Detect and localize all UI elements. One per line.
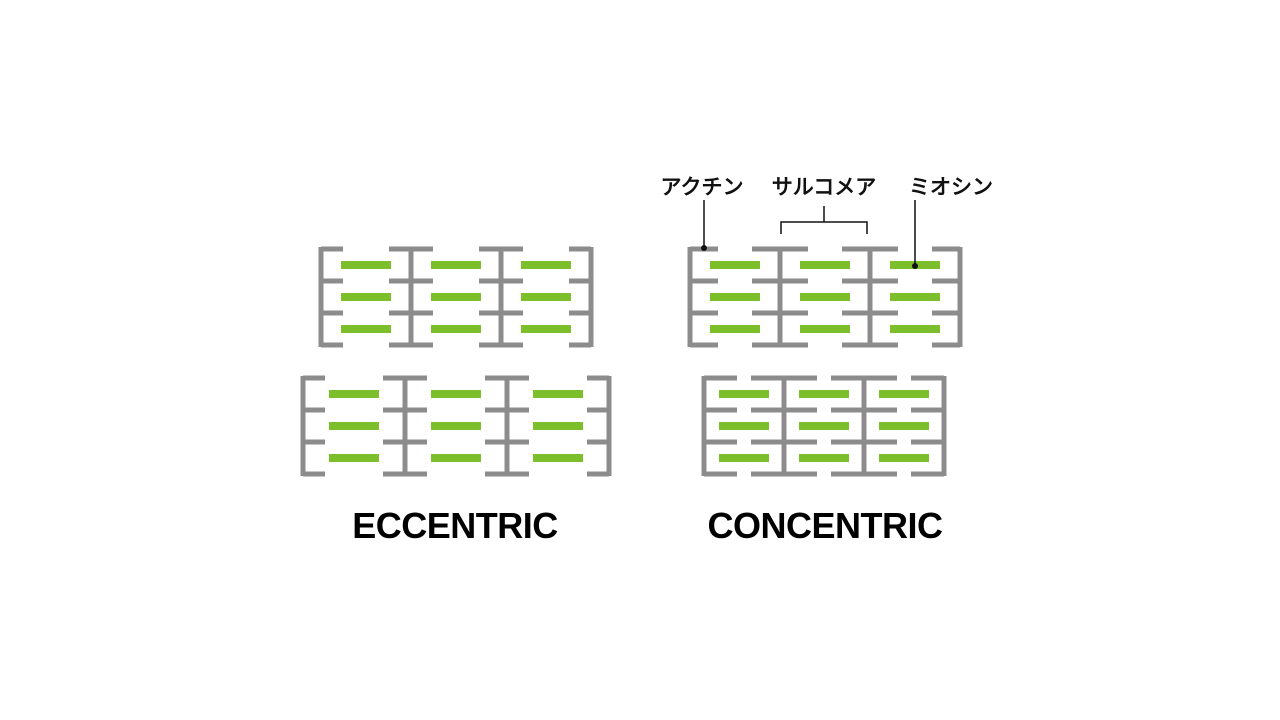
myosin-filament — [533, 422, 583, 430]
myosin-filament — [431, 390, 481, 398]
myosin-filament — [799, 422, 849, 430]
myosin-filament — [533, 390, 583, 398]
myosin-filament — [341, 325, 391, 333]
myosin-label: ミオシン — [909, 175, 993, 199]
myosin-filament — [431, 293, 481, 301]
myosin-filament — [800, 293, 850, 301]
sarcomere-bracket — [780, 206, 868, 234]
myosin-filament — [710, 261, 760, 269]
panels-layer — [300, 246, 963, 477]
concentric-caption: CONCENTRIC — [707, 505, 944, 546]
myosin-filament — [800, 261, 850, 269]
myosin-filament — [719, 422, 769, 430]
myosin-filament — [710, 293, 760, 301]
myosin-pointer-dot — [912, 263, 918, 269]
myosin-filament — [341, 261, 391, 269]
myosin-filament — [329, 422, 379, 430]
eccentric-top-panel — [318, 246, 594, 348]
myosin-filament — [719, 390, 769, 398]
myosin-filament — [431, 454, 481, 462]
myosin-filament — [521, 293, 571, 301]
myosin-filament — [890, 325, 940, 333]
myosin-filament — [329, 454, 379, 462]
myosin-filament — [341, 293, 391, 301]
myosin-filament — [533, 454, 583, 462]
annotation-layer — [701, 200, 918, 269]
myosin-filament — [879, 454, 929, 462]
myosin-filament — [800, 325, 850, 333]
myosin-filament — [521, 261, 571, 269]
myosin-filament — [431, 325, 481, 333]
myosin-filament — [799, 390, 849, 398]
myosin-filament — [879, 422, 929, 430]
sarcomere-label: サルコメア — [771, 175, 877, 199]
myosin-filament — [719, 454, 769, 462]
myosin-filament — [879, 390, 929, 398]
actin-label: アクチン — [660, 175, 744, 199]
myosin-filament — [799, 454, 849, 462]
myosin-filament — [710, 325, 760, 333]
eccentric-bottom-panel — [300, 375, 612, 477]
concentric-top-panel — [687, 246, 963, 348]
myosin-filament — [329, 390, 379, 398]
myosin-filament — [431, 261, 481, 269]
myosin-filament — [431, 422, 481, 430]
concentric-bottom-panel — [701, 375, 947, 477]
eccentric-caption: ECCENTRIC — [352, 505, 558, 546]
actin-pointer-dot — [701, 245, 707, 251]
myosin-filament — [521, 325, 571, 333]
myosin-filament — [890, 293, 940, 301]
